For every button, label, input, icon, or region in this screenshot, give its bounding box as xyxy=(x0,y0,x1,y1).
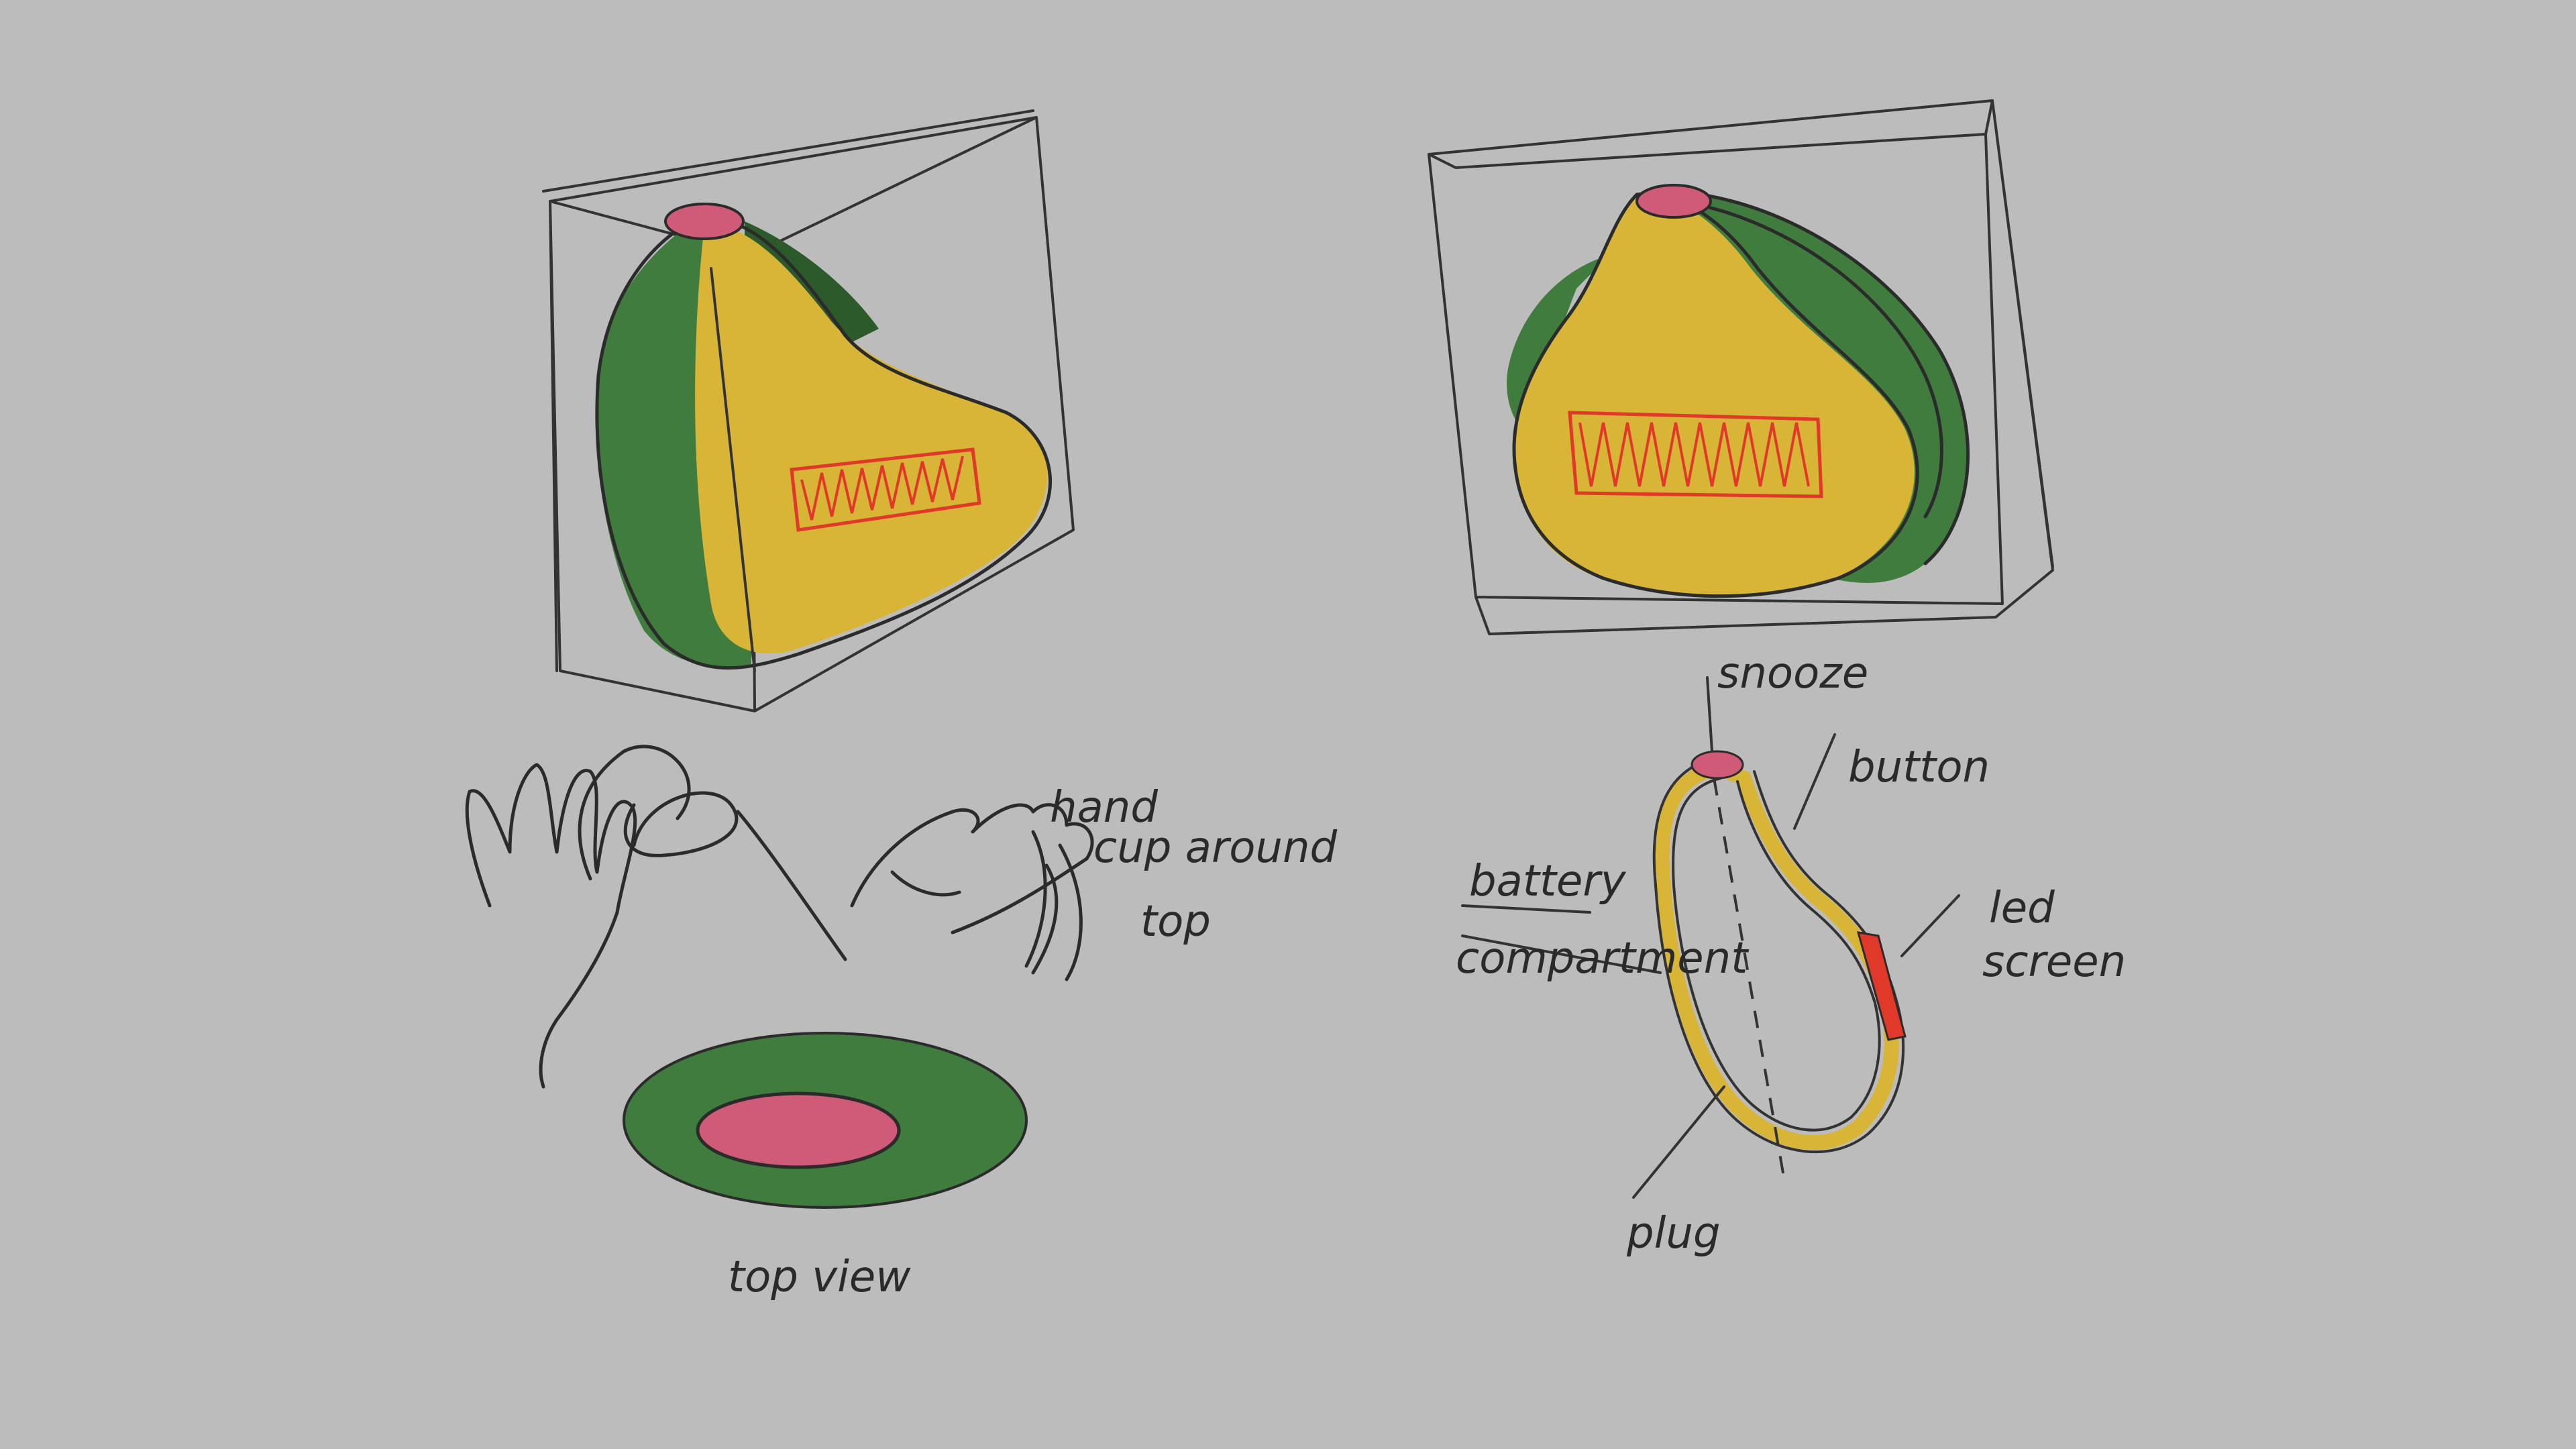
shell-cross-section xyxy=(1654,760,1899,1150)
box-right-outline xyxy=(1428,99,2054,635)
label-battery: battery xyxy=(1469,857,1627,906)
sketch-device-right xyxy=(1428,99,2054,635)
device-body-yellow-right xyxy=(1512,193,1915,596)
device-outline-left xyxy=(595,219,1052,670)
led-screen-section xyxy=(1856,931,1907,1041)
top-view-sketch: top view xyxy=(623,1032,1028,1302)
sketch-device-left xyxy=(542,109,1075,712)
hand-left-icon xyxy=(465,763,637,1089)
top-view-button xyxy=(696,1091,901,1169)
hand-right-icon xyxy=(850,803,1094,981)
device-body-yellow-left xyxy=(695,224,1048,654)
label-compartment: compartment xyxy=(1456,934,1750,983)
leader-led-screen xyxy=(1900,894,1960,957)
led-screen-right xyxy=(1568,411,1823,498)
label-hand-line3: top xyxy=(1140,897,1211,947)
label-hand-line1: hand xyxy=(1050,783,1158,833)
label-button: button xyxy=(1848,743,1990,792)
leader-battery xyxy=(1461,904,1662,974)
label-led: led xyxy=(1989,883,2055,933)
hand-gesture-sketch: hand cup around top xyxy=(465,745,1338,1089)
label-hand-line2: cup around xyxy=(1093,823,1338,873)
snooze-button-right xyxy=(1635,184,1712,219)
label-snooze: snooze xyxy=(1717,649,1868,698)
device-outline-right xyxy=(1512,189,1970,598)
snooze-button-section xyxy=(1690,750,1744,780)
label-screen: screen xyxy=(1982,937,2126,987)
led-screen-left xyxy=(790,447,981,532)
device-seam-left xyxy=(710,267,756,672)
snooze-button-left xyxy=(664,203,745,240)
cross-section-diagram: snooze button battery compartment led sc… xyxy=(1456,649,2126,1258)
label-plug: plug xyxy=(1626,1209,1721,1258)
leader-snooze xyxy=(1706,676,1713,753)
leader-plug xyxy=(1632,1085,1725,1199)
leader-button xyxy=(1793,733,1836,830)
hand-cup-object xyxy=(578,745,847,961)
label-top-view: top view xyxy=(728,1252,911,1302)
shell-outline-inner xyxy=(1672,777,1881,1132)
center-axis-line xyxy=(1713,777,1786,1181)
shell-outline-outer xyxy=(1652,757,1904,1154)
